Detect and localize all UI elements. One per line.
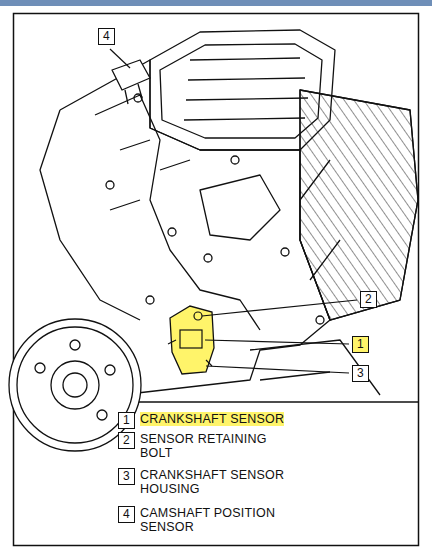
legend-number: 1 [118,412,135,429]
legend-text: CRANKSHAFT SENSOR [140,412,284,426]
callout-number: 1 [352,336,369,353]
legend-number: 2 [118,432,135,449]
engine-outline [9,30,418,451]
legend-text: CRANKSHAFT SENSOR HOUSING [140,468,290,496]
leader-lines [110,49,357,373]
top-bar [0,0,432,6]
legend-number: 4 [118,506,135,523]
legend-number: 3 [118,468,135,485]
legend-text: SENSOR RETAINING BOLT [140,432,290,460]
callout-number: 3 [352,365,369,382]
frame [14,14,419,546]
legend-text: CAMSHAFT POSITION SENSOR [140,506,290,534]
callout-number: 4 [98,28,115,45]
callout-number: 2 [360,291,377,308]
